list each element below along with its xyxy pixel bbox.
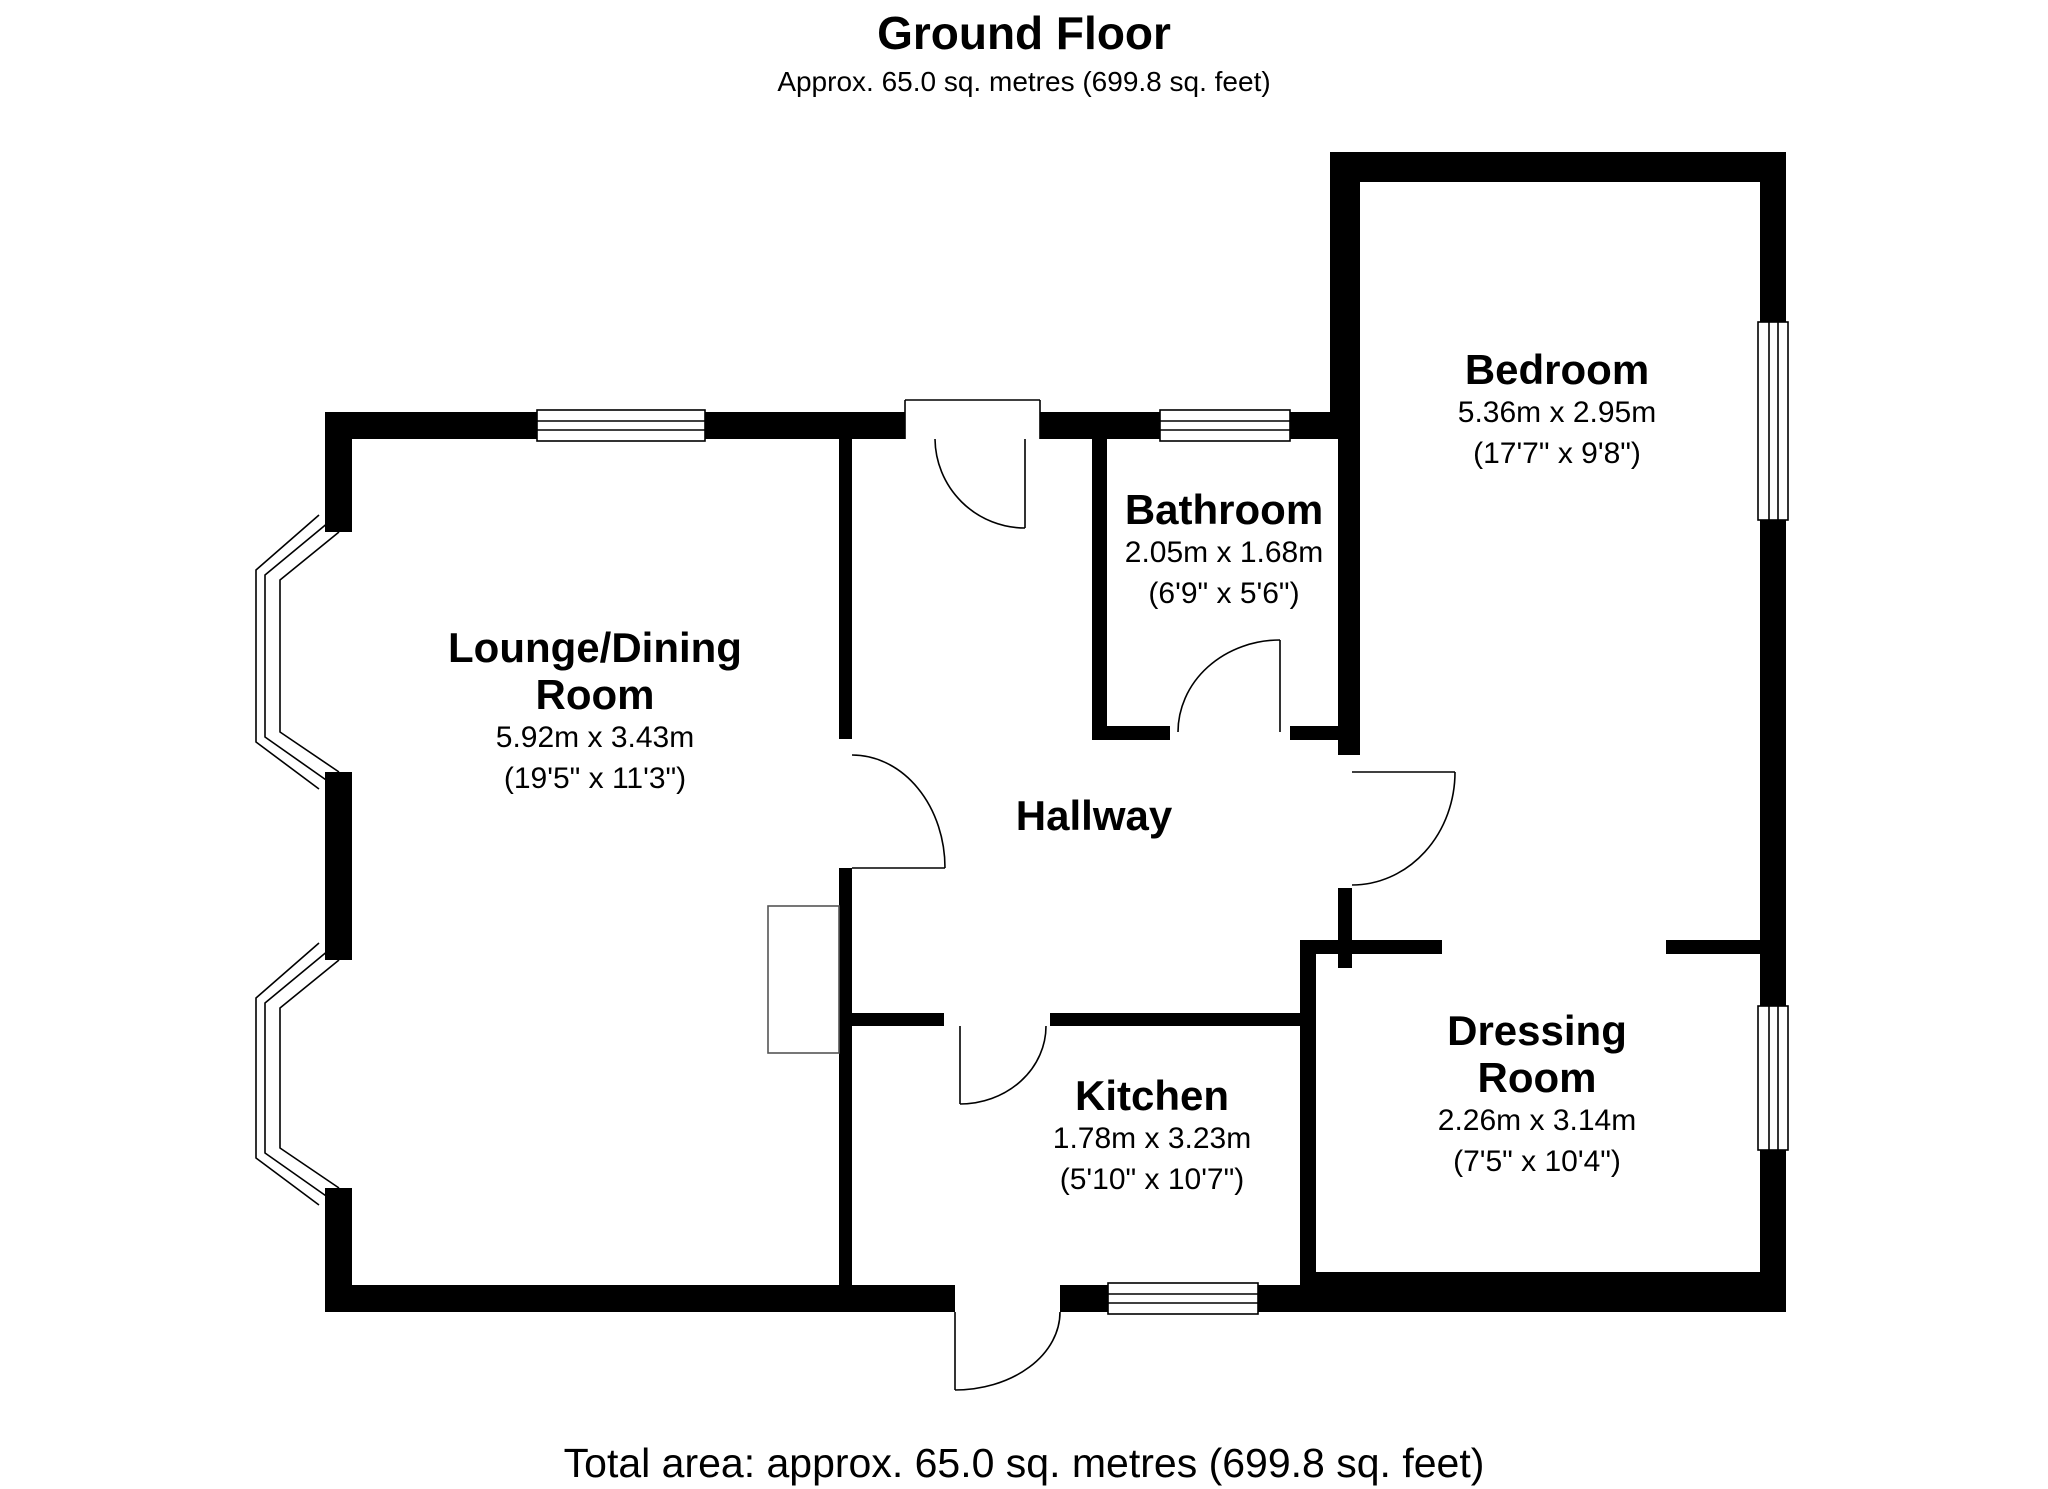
wall-lounge-left-mid	[325, 772, 352, 960]
room-bedroom-name: Bedroom	[1464, 346, 1650, 393]
window-lounge-top	[536, 409, 706, 442]
wall-bath-bottom-left	[1092, 726, 1170, 740]
wall-lounge-hall-upper	[839, 439, 852, 739]
wall-bath-bottom-right	[1290, 726, 1345, 740]
wall-bedroom-left-upper	[1330, 152, 1360, 439]
door-kitchen	[959, 1025, 1047, 1105]
wall-bottom-right	[1060, 1285, 1108, 1312]
room-lounge-metric: 5.92m x 3.43m	[495, 721, 695, 755]
window-bathroom-top	[1159, 409, 1291, 442]
door-bathroom	[1177, 639, 1281, 733]
floor-area-subtitle: Approx. 65.0 sq. metres (699.8 sq. feet)	[777, 66, 1271, 97]
fixtures	[767, 905, 840, 1054]
room-lounge-label: Lounge/Dining Room 5.92m x 3.43m (19'5" …	[448, 624, 742, 799]
doors	[851, 399, 1456, 1391]
bay-window-upper	[255, 514, 340, 790]
walls	[325, 152, 1786, 1312]
wall-dressing-bottom-inner	[1316, 1272, 1760, 1286]
wall-bedroom-top	[1330, 152, 1786, 182]
room-bathroom-metric: 2.05m x 1.68m	[1124, 536, 1324, 570]
wall-dressing-top-right	[1666, 940, 1786, 954]
wall-lounge-top-left	[325, 412, 537, 439]
door-back	[954, 1311, 1061, 1391]
room-bathroom-label: Bathroom 2.05m x 1.68m (6'9" x 5'6")	[1125, 486, 1323, 614]
fireplace-hearth	[767, 905, 840, 1054]
wall-bedroom-hall-lower	[1338, 888, 1352, 968]
floor-title: Ground Floor	[877, 7, 1171, 59]
room-dressing-imperial: (7'5" x 10'4")	[1453, 1144, 1621, 1178]
room-lounge-name-line1: Lounge/Dining	[448, 624, 742, 671]
room-bathroom-imperial: (6'9" x 5'6")	[1148, 576, 1300, 610]
room-kitchen-metric: 1.78m x 3.23m	[1052, 1122, 1252, 1156]
wall-lounge-left-top	[325, 412, 352, 532]
wall-bath-left	[1092, 439, 1107, 739]
wall-kitchen-top-right	[1050, 1013, 1316, 1026]
room-dressing-name-line1: Dressing	[1447, 1007, 1627, 1054]
room-kitchen-name: Kitchen	[1074, 1072, 1229, 1119]
room-bathroom-name: Bathroom	[1124, 486, 1324, 533]
room-dressing-metric: 2.26m x 3.14m	[1437, 1104, 1637, 1138]
room-bedroom-imperial: (17'7" x 9'8")	[1473, 436, 1641, 470]
window-dressing-right	[1757, 1005, 1789, 1151]
room-kitchen-imperial: (5'10" x 10'7")	[1059, 1162, 1245, 1196]
room-dressing-label: Dressing Room 2.26m x 3.14m (7'5" x 10'4…	[1438, 1007, 1636, 1182]
room-lounge-name-line2: Room	[535, 671, 655, 719]
room-hallway-label: Hallway	[1016, 792, 1172, 839]
door-entry	[904, 399, 1041, 529]
wall-bedroom-right-mid	[1760, 520, 1786, 1006]
window-bedroom-right	[1757, 321, 1789, 521]
room-kitchen-label: Kitchen 1.78m x 3.23m (5'10" x 10'7")	[1053, 1072, 1251, 1200]
door-lounge	[851, 754, 946, 869]
wall-lounge-hall-lower	[839, 868, 852, 1288]
window-kitchen-bottom	[1107, 1282, 1259, 1315]
total-area-footer: Total area: approx. 65.0 sq. metres (699…	[563, 1440, 1485, 1486]
wall-lounge-top-right	[705, 412, 905, 439]
room-hallway-name: Hallway	[1015, 792, 1173, 839]
windows	[255, 321, 1789, 1315]
wall-bedroom-hall-upper	[1338, 439, 1360, 755]
wall-hall-top	[1040, 412, 1160, 439]
room-bedroom-metric: 5.36m x 2.95m	[1457, 396, 1657, 430]
room-dressing-name-line2: Room	[1477, 1054, 1597, 1102]
wall-kitchen-top-left	[852, 1013, 944, 1026]
wall-dressing-left	[1300, 940, 1316, 1285]
wall-bedroom-right-top	[1760, 152, 1786, 322]
room-lounge-imperial: (19'5" x 11'3")	[503, 761, 687, 795]
room-bedroom-label: Bedroom 5.36m x 2.95m (17'7" x 9'8")	[1458, 346, 1656, 474]
wall-bottom-far-right	[1258, 1285, 1786, 1312]
wall-dressing-top-left	[1300, 940, 1442, 954]
wall-lounge-bottom	[325, 1285, 955, 1312]
bay-window-lower	[255, 942, 340, 1206]
door-bedroom	[1351, 771, 1456, 886]
